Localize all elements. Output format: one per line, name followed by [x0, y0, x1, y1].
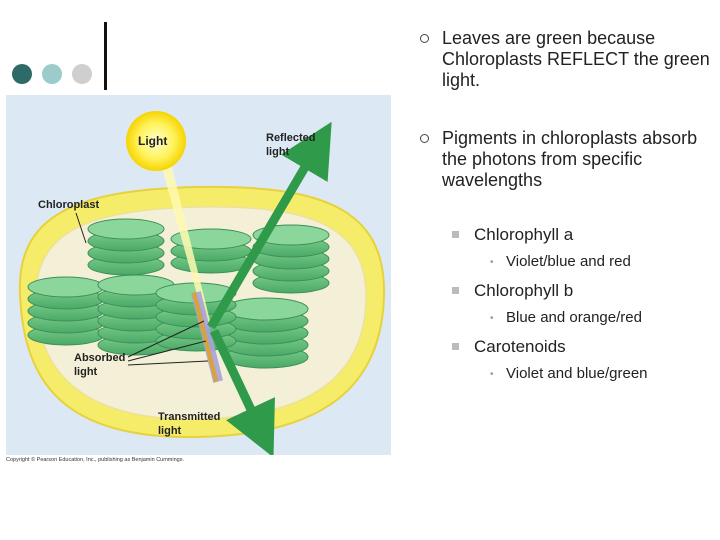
pigment-name: Chlorophyll b	[474, 281, 574, 300]
chloroplast-leader	[75, 212, 87, 244]
bullet-list: Leaves are green because Chloroplasts RE…	[420, 28, 710, 383]
square-bullet-icon	[452, 343, 459, 350]
bullet-item: Pigments in chloroplasts absorb the phot…	[420, 128, 710, 191]
label-transmitted-line1: Transmitted	[158, 411, 220, 423]
absorbed-leader-1	[127, 320, 205, 358]
label-reflected-line1: Reflected	[266, 132, 316, 144]
figure-credit: Copyright © Pearson Education, Inc., pub…	[6, 457, 185, 463]
bullet-text: Leaves are green because Chloroplasts RE…	[442, 28, 710, 90]
sub-sub-bullet-item: • Violet and blue/green	[420, 365, 710, 383]
hollow-bullet-icon	[420, 134, 429, 143]
label-reflected-line2: light	[266, 146, 290, 158]
bullet-text: Pigments in chloroplasts absorb the phot…	[442, 128, 698, 190]
square-bullet-icon	[452, 287, 459, 294]
reflected-light-arrow	[207, 121, 332, 330]
square-bullet-icon	[452, 231, 459, 238]
sub-bullet-item: Chlorophyll a	[420, 225, 710, 245]
dot-bullet-icon: •	[490, 257, 494, 268]
sub-bullet-item: Chlorophyll b	[420, 281, 710, 301]
thylakoid-stack	[223, 297, 309, 369]
absorbed-light-edge	[191, 291, 219, 383]
chloroplast-illustration: Light Reflected light Chloroplast Absorb…	[6, 95, 391, 458]
thylakoid-stack	[97, 274, 175, 356]
sub-sub-bullet-item: • Violet/blue and red	[420, 253, 710, 271]
dot-2	[42, 64, 62, 84]
pigment-name: Chlorophyll a	[474, 225, 574, 244]
bullet-item: Leaves are green because Chloroplasts RE…	[420, 28, 710, 91]
light-source-icon	[126, 111, 186, 171]
absorbed-leader-3	[127, 360, 209, 366]
pigment-detail: Violet/blue and red	[506, 253, 631, 270]
sub-bullet-item: Carotenoids	[420, 337, 710, 357]
sub-sub-bullet-item: • Blue and orange/red	[420, 309, 710, 327]
transmitted-light-arrow	[209, 329, 275, 458]
label-transmitted-line2: light	[158, 425, 182, 437]
pigment-name: Carotenoids	[474, 337, 566, 356]
thylakoid-stack	[27, 276, 105, 346]
pigment-detail: Blue and orange/red	[506, 309, 642, 326]
label-light: Light	[138, 134, 167, 148]
light-beam	[154, 135, 211, 327]
label-chloroplast: Chloroplast	[38, 199, 99, 211]
label-absorbed-line2: light	[74, 366, 98, 378]
chloroplast-figure: Light Reflected light Chloroplast Absorb…	[6, 95, 391, 458]
title-divider	[104, 22, 107, 90]
dot-3	[72, 64, 92, 84]
absorbed-leader-2	[127, 340, 207, 362]
dot-1	[12, 64, 32, 84]
hollow-bullet-icon	[420, 34, 429, 43]
pigment-detail: Violet and blue/green	[506, 365, 648, 382]
label-absorbed-line1: Absorbed	[74, 352, 125, 364]
thylakoid-stack	[87, 218, 165, 276]
dot-bullet-icon: •	[490, 313, 494, 324]
dot-bullet-icon: •	[490, 369, 494, 380]
decorative-dots	[12, 64, 102, 86]
